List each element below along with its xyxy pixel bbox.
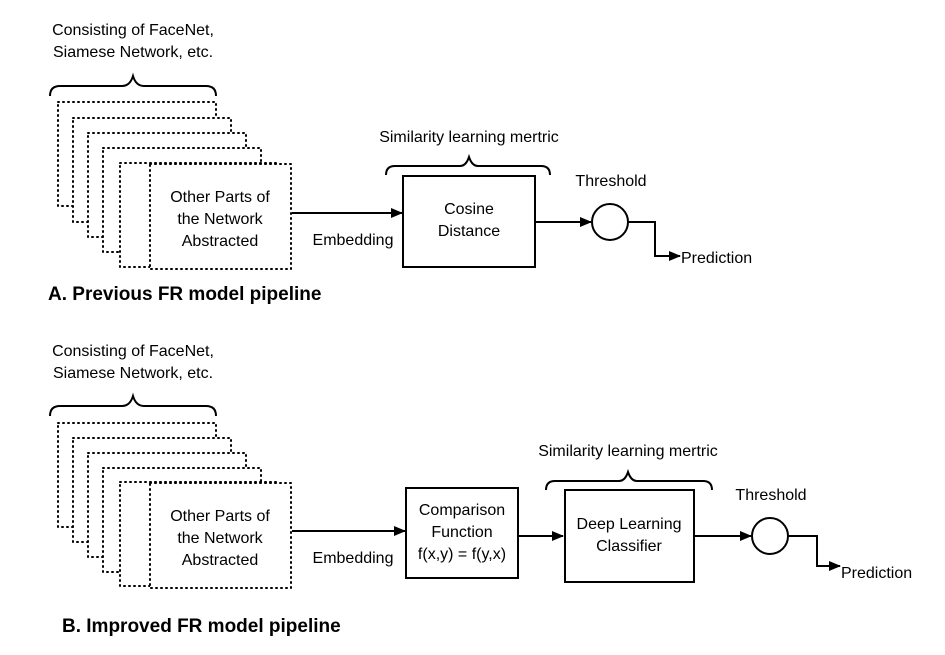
network-brace-label-line1: Consisting of FaceNet, xyxy=(52,22,214,39)
network-brace-label-line2: Siamese Network, etc. xyxy=(53,365,213,382)
network-label-line2: the Network xyxy=(177,211,263,228)
embedding-label: Embedding xyxy=(313,232,394,249)
network-stack: Other Parts of the Network Abstracted xyxy=(57,101,292,270)
comparison-label-line3: f(x,y) = f(y,x) xyxy=(418,546,506,563)
metric-brace-label: Similarity learning mertric xyxy=(538,443,718,460)
cosine-distance-label-line1: Cosine xyxy=(444,201,494,218)
network-label-line3: Abstracted xyxy=(182,552,258,569)
network-label-line1: Other Parts of xyxy=(170,508,270,525)
classifier-label-line1: Deep Learning xyxy=(577,516,682,533)
network-front-layer xyxy=(149,163,292,270)
metric-brace-label: Similarity learning mertric xyxy=(379,129,559,146)
network-brace xyxy=(49,72,217,97)
threshold-node xyxy=(591,203,629,241)
threshold-node xyxy=(751,517,789,555)
prediction-arrow xyxy=(788,535,841,571)
pipeline-b: Consisting of FaceNet, Siamese Network, … xyxy=(49,343,912,637)
prediction-label: Prediction xyxy=(841,565,912,582)
metric-brace xyxy=(385,153,551,176)
network-label-line2: the Network xyxy=(177,530,263,547)
prediction-arrow xyxy=(628,221,681,261)
comparison-label-line1: Comparison xyxy=(419,502,505,519)
cosine-distance-label-line2: Distance xyxy=(438,223,500,240)
network-stack: Other Parts of the Network Abstracted xyxy=(57,422,292,589)
metric-brace xyxy=(545,468,713,491)
threshold-label: Threshold xyxy=(575,173,646,190)
network-front-layer xyxy=(149,482,292,589)
network-brace-label-line1: Consisting of FaceNet, xyxy=(52,343,214,360)
comparison-label-line2: Function xyxy=(431,524,492,541)
pipeline-b-title: B. Improved FR model pipeline xyxy=(62,616,341,637)
classifier-label-line2: Classifier xyxy=(596,538,662,555)
cosine-distance-box xyxy=(402,175,536,268)
deep-learning-classifier-box xyxy=(564,489,695,583)
network-label-line3: Abstracted xyxy=(182,233,258,250)
prediction-label: Prediction xyxy=(681,250,752,267)
threshold-label: Threshold xyxy=(735,487,806,504)
network-label-line1: Other Parts of xyxy=(170,189,270,206)
pipeline-a: Consisting of FaceNet, Siamese Network, … xyxy=(48,22,752,305)
comparison-function-box xyxy=(405,487,519,579)
network-brace xyxy=(49,392,217,417)
network-brace-label-line2: Siamese Network, etc. xyxy=(53,44,213,61)
embedding-label: Embedding xyxy=(313,550,394,567)
pipeline-a-title: A. Previous FR model pipeline xyxy=(48,284,321,305)
